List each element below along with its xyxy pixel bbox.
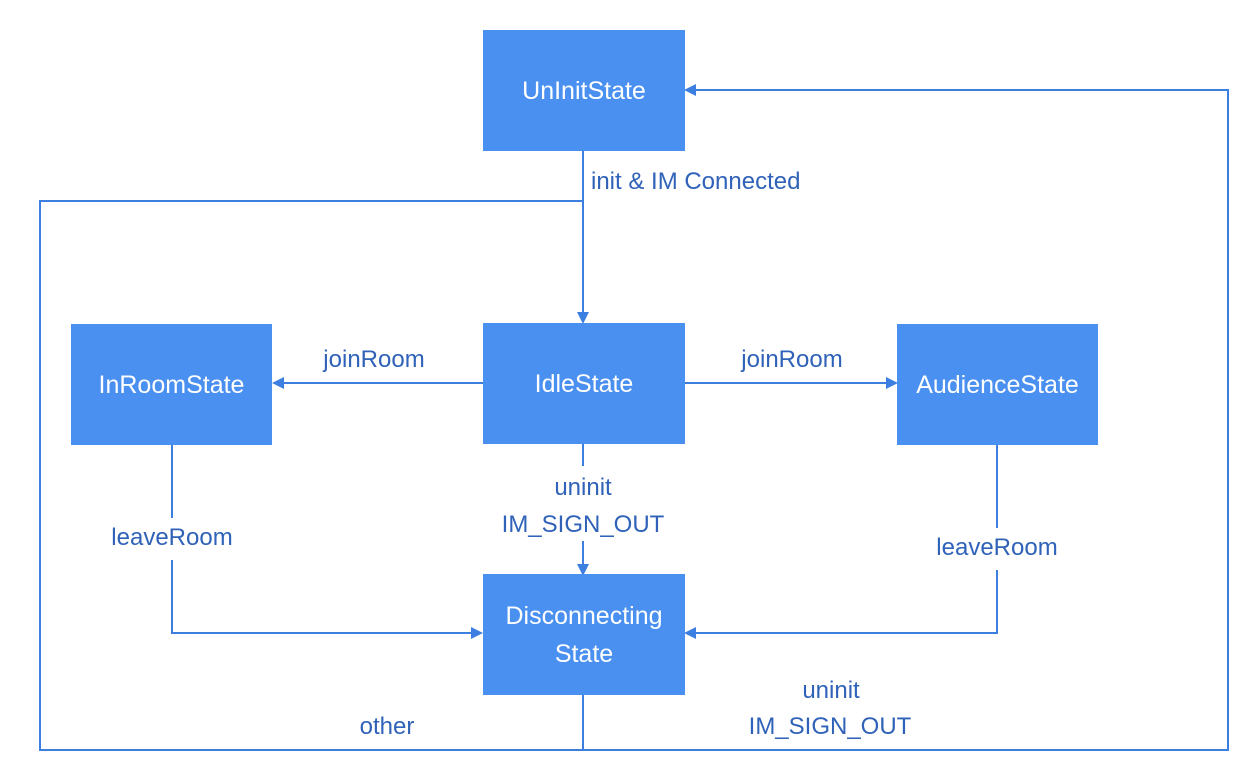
edge-label-idle-signout: IM_SIGN_OUT bbox=[501, 511, 665, 538]
edge-label-leaveroom-right: leaveRoom bbox=[936, 534, 1058, 561]
edge-label-bottom-uninit: uninit bbox=[802, 677, 860, 704]
state-audience-label: AudienceState bbox=[916, 370, 1079, 399]
edge-label-joinroom-left: joinRoom bbox=[323, 346, 425, 373]
state-audience: AudienceState bbox=[897, 324, 1098, 445]
edge-label-other: other bbox=[359, 713, 415, 740]
state-inroom: InRoomState bbox=[71, 324, 272, 445]
edge-audience-to-disconnecting bbox=[684, 570, 998, 639]
edge-label-idle-uninit: uninit bbox=[554, 474, 612, 501]
state-idle-label: IdleState bbox=[534, 369, 634, 398]
state-uninit-label: UnInitState bbox=[522, 76, 646, 105]
state-inroom-label: InRoomState bbox=[98, 370, 245, 399]
state-uninit: UnInitState bbox=[483, 30, 685, 151]
edge-disconnecting-to-uninit bbox=[582, 84, 1229, 751]
edge-label-leaveroom-left: leaveRoom bbox=[111, 524, 233, 551]
edge-disconnecting-to-idle-other bbox=[39, 200, 583, 751]
state-disconnecting-label-line2: State bbox=[554, 639, 614, 668]
state-disconnecting-label-line1: Disconnecting bbox=[505, 601, 663, 630]
edge-label-joinroom-right: joinRoom bbox=[741, 346, 843, 373]
edge-label-bottom-signout: IM_SIGN_OUT bbox=[748, 713, 912, 740]
edge-inroom-to-disconnecting bbox=[171, 560, 483, 639]
state-disconnecting: Disconnecting State bbox=[483, 574, 685, 695]
state-idle: IdleState bbox=[483, 323, 685, 444]
edge-label-init-connected: init & IM Connected bbox=[591, 168, 801, 195]
